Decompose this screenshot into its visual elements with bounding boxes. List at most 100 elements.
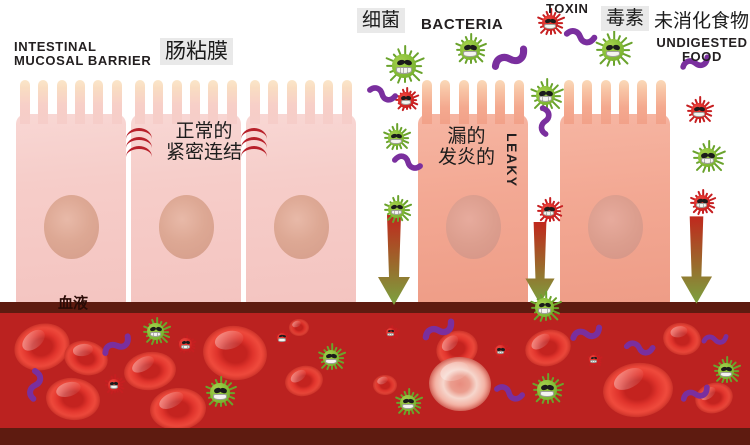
germ-eye-right (219, 387, 228, 394)
microvillus (286, 80, 297, 124)
germ-eye-right (395, 133, 403, 139)
germ-face (386, 48, 422, 84)
undigested-food-particle (701, 330, 729, 346)
germ-face (689, 190, 714, 215)
germ-mouth (181, 344, 190, 349)
microvillus (477, 80, 488, 124)
microvillus (619, 80, 630, 124)
microvillus (323, 80, 334, 124)
undigested-food-particle (487, 39, 531, 73)
undigested-food-particle (533, 105, 554, 137)
label-undigested-food-cn: 未消化食物 (654, 10, 750, 32)
bacteria-germ (691, 139, 726, 173)
germ-mouth (496, 350, 505, 355)
germ-mouth (325, 358, 337, 364)
undigested-food-particle (679, 50, 712, 73)
label-toxin-en: TOXIN (546, 1, 589, 16)
microvillus (250, 80, 261, 124)
microvillus (38, 80, 49, 124)
rbc-highlight (156, 388, 186, 413)
germ-eye-right (612, 43, 622, 51)
germ-mouth (109, 385, 119, 390)
toxin-germ (492, 341, 511, 359)
germ-eye-right (407, 398, 415, 404)
cell-nucleus (273, 195, 329, 260)
microvilli (246, 80, 356, 124)
microvillus (600, 80, 611, 124)
cell-nucleus (43, 195, 99, 260)
microvillus (495, 80, 506, 124)
rbc-highlight (54, 379, 82, 400)
germ-core (588, 354, 599, 365)
germ-face (536, 198, 561, 223)
microvillus (305, 80, 316, 124)
label-bacteria-en: BACTERIA (421, 16, 504, 33)
germ-mouth (390, 210, 403, 216)
penetration-arrow (377, 215, 411, 305)
germ-mouth (387, 332, 394, 336)
undigested-food-particle (97, 328, 134, 359)
germ-core (495, 345, 506, 356)
undigested-food-particle (493, 377, 528, 406)
microvillus (655, 80, 666, 124)
bacteria-germ (385, 44, 425, 84)
germ-face (395, 390, 421, 416)
microvillus (75, 80, 86, 124)
undigested-food-particle (419, 313, 458, 344)
rbc-highlight (610, 363, 648, 396)
microvillus (341, 80, 352, 124)
germ-mouth (278, 338, 286, 342)
rbc-highlight (669, 324, 689, 339)
germ-mouth (390, 138, 402, 144)
bacteria-germ (531, 372, 565, 405)
microvillus (226, 80, 237, 124)
microvilli (418, 80, 528, 124)
toxin-germ (394, 86, 420, 112)
microvillus (93, 80, 104, 124)
microvillus (208, 80, 219, 124)
germ-mouth (538, 308, 551, 314)
rbc-highlight (291, 319, 303, 329)
bacteria-germ (395, 388, 424, 416)
cell-nucleus (587, 195, 643, 260)
tight-junction (126, 128, 152, 158)
rbc-highlight (437, 359, 471, 386)
germ-core (385, 327, 396, 338)
germ-face (318, 345, 344, 371)
toxin-germ (686, 96, 715, 124)
microvillus (20, 80, 31, 124)
germ-eye-right (469, 44, 478, 51)
microvillus (171, 80, 182, 124)
germ-face (692, 142, 723, 173)
toxin-germ (274, 329, 292, 346)
microvillus (422, 80, 433, 124)
toxin-germ (104, 374, 126, 395)
cell-nucleus (445, 195, 501, 260)
germ-face (686, 98, 712, 124)
label-intestinal-mucosal-barrier-cn: 肠粘膜 (160, 38, 233, 65)
cell-nucleus (158, 195, 214, 260)
toxin-germ (586, 351, 603, 367)
germ-mouth (543, 211, 554, 216)
germ-mouth (693, 111, 705, 117)
toxin-germ (537, 8, 566, 36)
undigested-food-particle (623, 333, 657, 358)
epithelial-cell-normal (131, 80, 241, 308)
penetration-arrow (680, 215, 713, 305)
germ-mouth (396, 66, 412, 74)
tight-junction (241, 128, 267, 158)
rbc-highlight (129, 352, 157, 376)
label-bacteria-cn: 细菌 (357, 8, 406, 33)
blood-vessel (0, 302, 750, 445)
germ-face (383, 196, 410, 223)
undigested-food-particle (678, 379, 712, 404)
microvilli (560, 80, 670, 124)
rbc-highlight (375, 375, 389, 387)
epithelial-cell-normal (16, 80, 126, 308)
germ-eye-right (546, 384, 555, 391)
germ-face (537, 10, 563, 36)
germ-eye-right (725, 366, 733, 372)
germ-mouth (402, 403, 414, 409)
germ-face (586, 352, 601, 367)
